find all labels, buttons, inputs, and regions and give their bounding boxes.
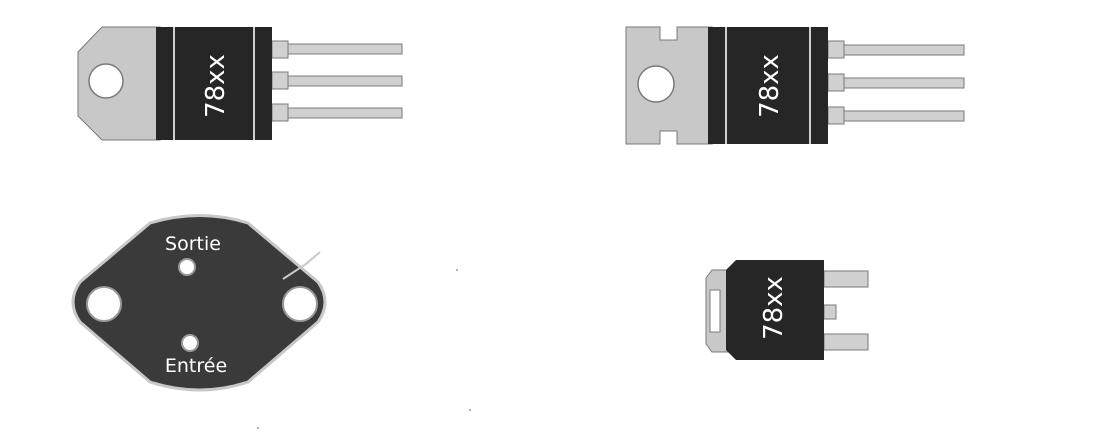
speck bbox=[469, 409, 471, 411]
to3-package: Sortie Entrée bbox=[71, 214, 327, 392]
to220-right-body bbox=[708, 27, 828, 144]
to3-mounting-hole-right bbox=[282, 286, 318, 322]
to3-input-label: Entrée bbox=[165, 355, 227, 377]
to3-body bbox=[71, 214, 327, 392]
dpak-lead-top bbox=[823, 270, 869, 288]
dpak-lead-middle bbox=[823, 304, 837, 320]
mounting-hole bbox=[637, 65, 675, 103]
dpak-body bbox=[726, 260, 824, 360]
lead-1-pin bbox=[287, 43, 403, 55]
lead-3-pin bbox=[843, 110, 965, 122]
to3-mounting-hole-left bbox=[86, 286, 122, 322]
to3-pin-output bbox=[178, 258, 196, 276]
dpak-package: 78xx bbox=[705, 260, 869, 360]
to220-left-body bbox=[156, 27, 272, 140]
to3-case-wire bbox=[282, 251, 321, 280]
lead-1 bbox=[827, 40, 845, 59]
dpak-leads bbox=[823, 270, 869, 351]
lead-1 bbox=[271, 40, 289, 59]
speck bbox=[257, 427, 259, 429]
to220-left-marking: 78xx bbox=[201, 54, 231, 118]
to220-right-leads bbox=[827, 40, 965, 125]
mounting-hole bbox=[88, 63, 124, 99]
lead-2 bbox=[827, 73, 845, 92]
lead-2-pin bbox=[843, 77, 965, 89]
lead-3 bbox=[271, 103, 289, 122]
lead-3-pin bbox=[287, 107, 403, 119]
lead-3 bbox=[827, 106, 845, 125]
dpak-marking: 78xx bbox=[759, 276, 789, 340]
to220-right-marking: 78xx bbox=[755, 54, 785, 118]
to3-output-label: Sortie bbox=[165, 233, 221, 255]
speck bbox=[456, 269, 458, 271]
lead-2 bbox=[271, 71, 289, 90]
dpak-tab-notch bbox=[709, 289, 721, 333]
lead-2-pin bbox=[287, 75, 403, 87]
dpak-lead-bottom bbox=[823, 333, 869, 351]
to220-package-left: 78xx bbox=[77, 26, 403, 141]
to220-package-right: 78xx bbox=[625, 26, 965, 145]
lead-1-pin bbox=[843, 44, 965, 56]
to220-left-leads bbox=[271, 40, 403, 122]
to3-pin-input bbox=[181, 334, 199, 352]
